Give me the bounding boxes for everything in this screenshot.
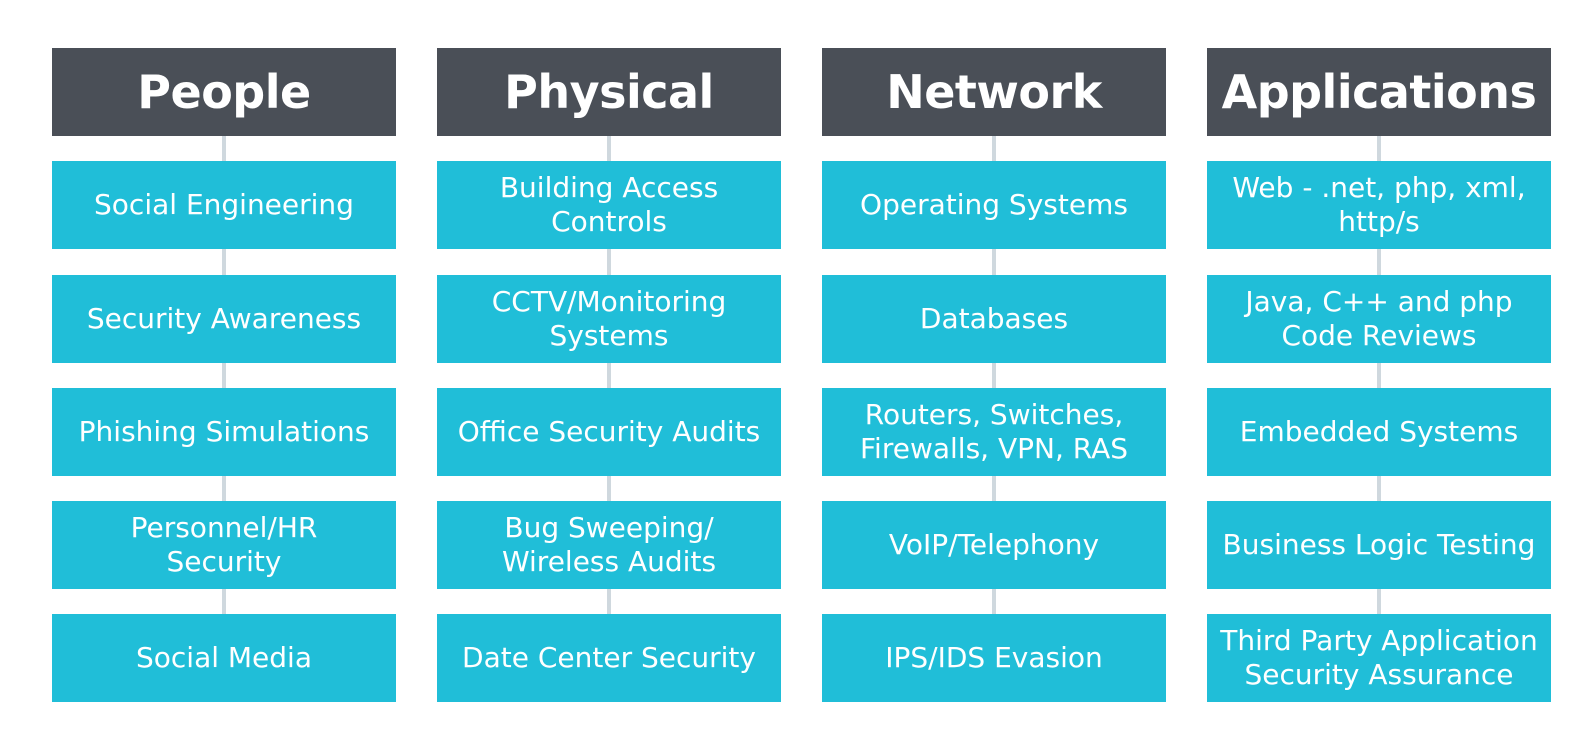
item-java-cpp-php-code-reviews: Java, C++ and php Code Reviews bbox=[1207, 275, 1551, 363]
item-personnel-hr-security: Personnel/HR Security bbox=[52, 501, 396, 589]
item-date-center-security: Date Center Security bbox=[437, 614, 781, 702]
item-phishing-simulations: Phishing Simulations bbox=[52, 388, 396, 476]
item-business-logic-testing: Business Logic Testing bbox=[1207, 501, 1551, 589]
column-header-network: Network bbox=[822, 48, 1166, 136]
item-cctv-monitoring-systems: CCTV/Monitoring Systems bbox=[437, 275, 781, 363]
item-operating-systems: Operating Systems bbox=[822, 161, 1166, 249]
item-third-party-application-security: Third Party Application Security Assuran… bbox=[1207, 614, 1551, 702]
column-header-applications: Applications bbox=[1207, 48, 1551, 136]
item-embedded-systems: Embedded Systems bbox=[1207, 388, 1551, 476]
column-network: Network Operating Systems Databases Rout… bbox=[822, 48, 1166, 702]
item-ips-ids-evasion: IPS/IDS Evasion bbox=[822, 614, 1166, 702]
column-physical: Physical Building Access Controls CCTV/M… bbox=[437, 48, 781, 702]
item-voip-telephony: VoIP/Telephony bbox=[822, 501, 1166, 589]
item-office-security-audits: Office Security Audits bbox=[437, 388, 781, 476]
column-header-people: People bbox=[52, 48, 396, 136]
item-bug-sweeping-wireless-audits: Bug Sweeping/ Wireless Audits bbox=[437, 501, 781, 589]
item-databases: Databases bbox=[822, 275, 1166, 363]
item-routers-switches-firewalls: Routers, Switches, Firewalls, VPN, RAS bbox=[822, 388, 1166, 476]
item-social-engineering: Social Engineering bbox=[52, 161, 396, 249]
column-people: People Social Engineering Security Aware… bbox=[52, 48, 396, 702]
security-categories-diagram: People Social Engineering Security Aware… bbox=[52, 48, 1551, 702]
column-header-physical: Physical bbox=[437, 48, 781, 136]
item-security-awareness: Security Awareness bbox=[52, 275, 396, 363]
item-social-media: Social Media bbox=[52, 614, 396, 702]
item-building-access-controls: Building Access Controls bbox=[437, 161, 781, 249]
column-applications: Applications Web - .net, php, xml, http/… bbox=[1207, 48, 1551, 702]
item-web-net-php-xml: Web - .net, php, xml, http/s bbox=[1207, 161, 1551, 249]
